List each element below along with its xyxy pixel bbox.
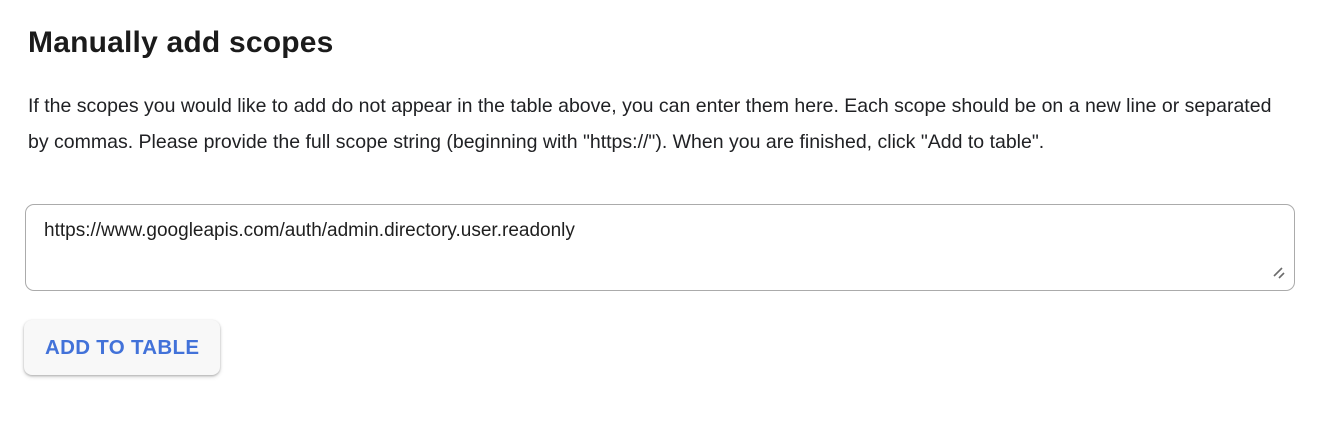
page-title: Manually add scopes (28, 26, 334, 59)
scopes-instructions-text: If the scopes you would like to add do n… (28, 95, 1272, 153)
manually-add-scopes-section: Manually add scopes If the scopes you wo… (24, 26, 1295, 375)
scope-input-wrapper: https://www.googleapis.com/auth/admin.di… (25, 204, 1295, 291)
textarea-resize-handle-icon[interactable] (1272, 266, 1288, 282)
scope-input[interactable]: https://www.googleapis.com/auth/admin.di… (25, 204, 1295, 291)
add-to-table-button[interactable]: ADD TO TABLE (24, 320, 221, 375)
